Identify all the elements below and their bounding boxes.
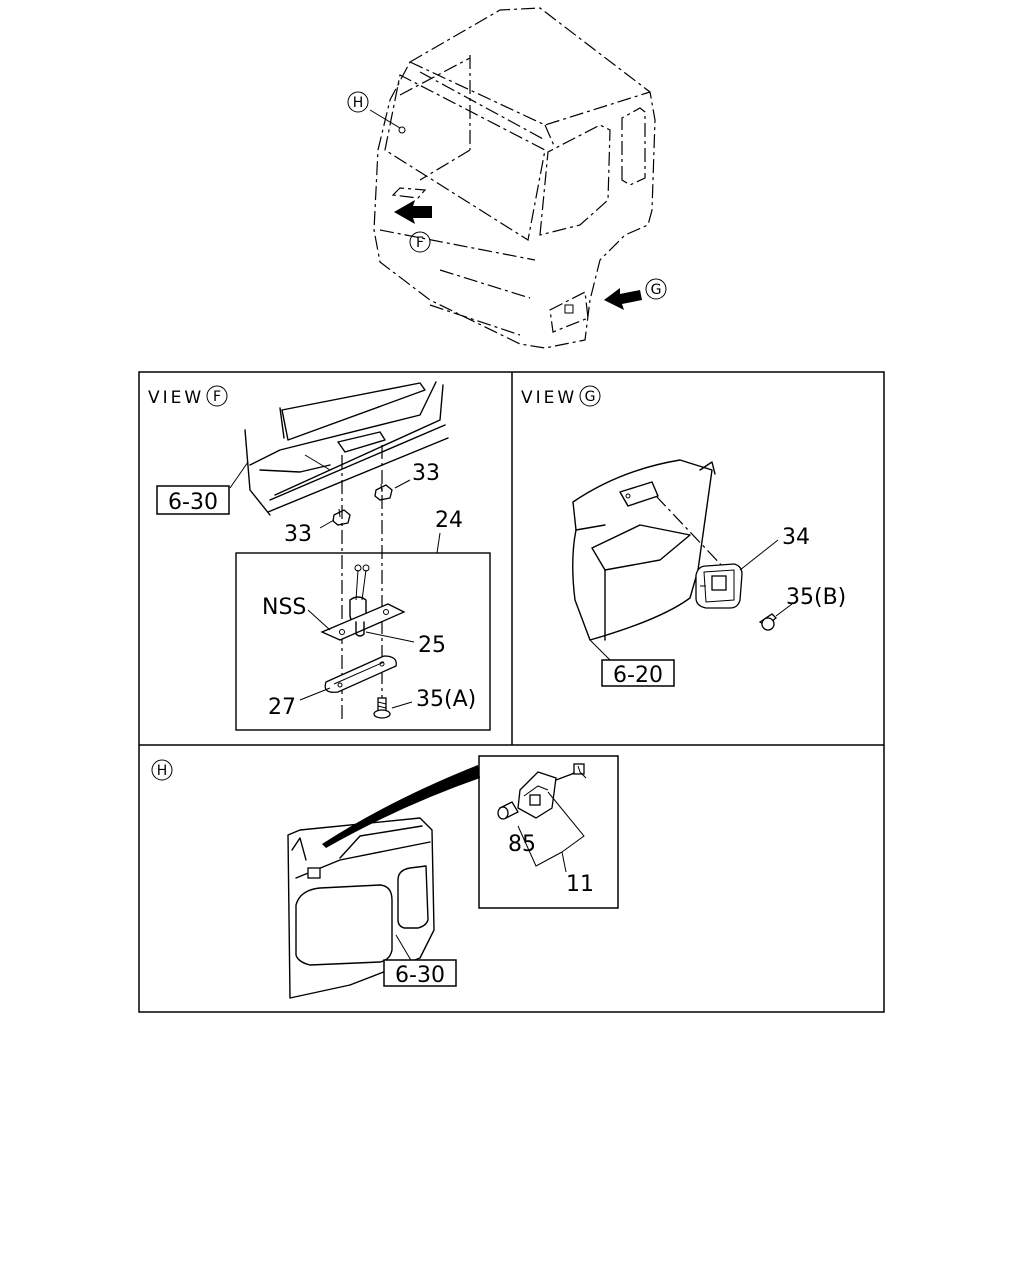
overview-marker-h: H — [353, 95, 364, 111]
side-lamp-34 — [695, 563, 743, 609]
panel-g-ref-label: 6-20 — [613, 663, 663, 688]
panel-g-ref-box — [601, 659, 675, 687]
label-27: 27 — [268, 695, 296, 720]
label-11: 11 — [566, 872, 594, 897]
label-34: 34 — [782, 525, 810, 550]
lamp-lens-27 — [324, 655, 397, 693]
bulb-85 — [497, 801, 519, 820]
label-33-upper: 33 — [412, 461, 440, 486]
dome-lamp-inset — [478, 755, 619, 909]
panel-f-title: VIEW — [148, 388, 204, 408]
panel-h-ref-label: 6-30 — [395, 963, 445, 988]
lamp-base-nss — [320, 603, 406, 641]
screw-35b — [758, 613, 777, 631]
panel-h-ref-box — [383, 959, 457, 987]
panel-view-g: VIEW G 34 35(B) — [521, 385, 846, 688]
dome-lamp-11 — [517, 763, 587, 819]
panel-g-title: VIEW — [521, 388, 577, 408]
panel-view-f: VIEW F 6-30 33 — [148, 381, 491, 731]
clip-33-upper — [374, 483, 393, 501]
panel-view-h: H 6-30 — [151, 755, 619, 999]
label-35a: 35(A) — [416, 687, 476, 712]
label-nss: NSS — [262, 595, 306, 620]
screw-35a — [373, 697, 391, 719]
label-35b: 35(B) — [786, 585, 846, 610]
detail-pointer — [322, 765, 480, 848]
label-24: 24 — [435, 508, 463, 533]
door-trim-drawing — [287, 817, 435, 999]
label-25: 25 — [418, 633, 446, 658]
step-panel-drawing — [572, 459, 716, 641]
panel-f-marker: F — [213, 389, 221, 405]
cab-overview: H F G — [347, 7, 667, 349]
roof-panel-drawing — [244, 381, 449, 516]
panel-g-marker: G — [585, 389, 596, 405]
panel-h-marker: H — [157, 763, 168, 779]
panel-f-ref-box — [156, 485, 230, 515]
label-85: 85 — [508, 832, 536, 857]
label-33-lower: 33 — [284, 522, 312, 547]
panel-f-ref-label: 6-30 — [168, 490, 218, 515]
overview-marker-g: G — [651, 282, 662, 298]
overview-marker-f: F — [416, 235, 424, 251]
detail-frame — [138, 371, 885, 1013]
